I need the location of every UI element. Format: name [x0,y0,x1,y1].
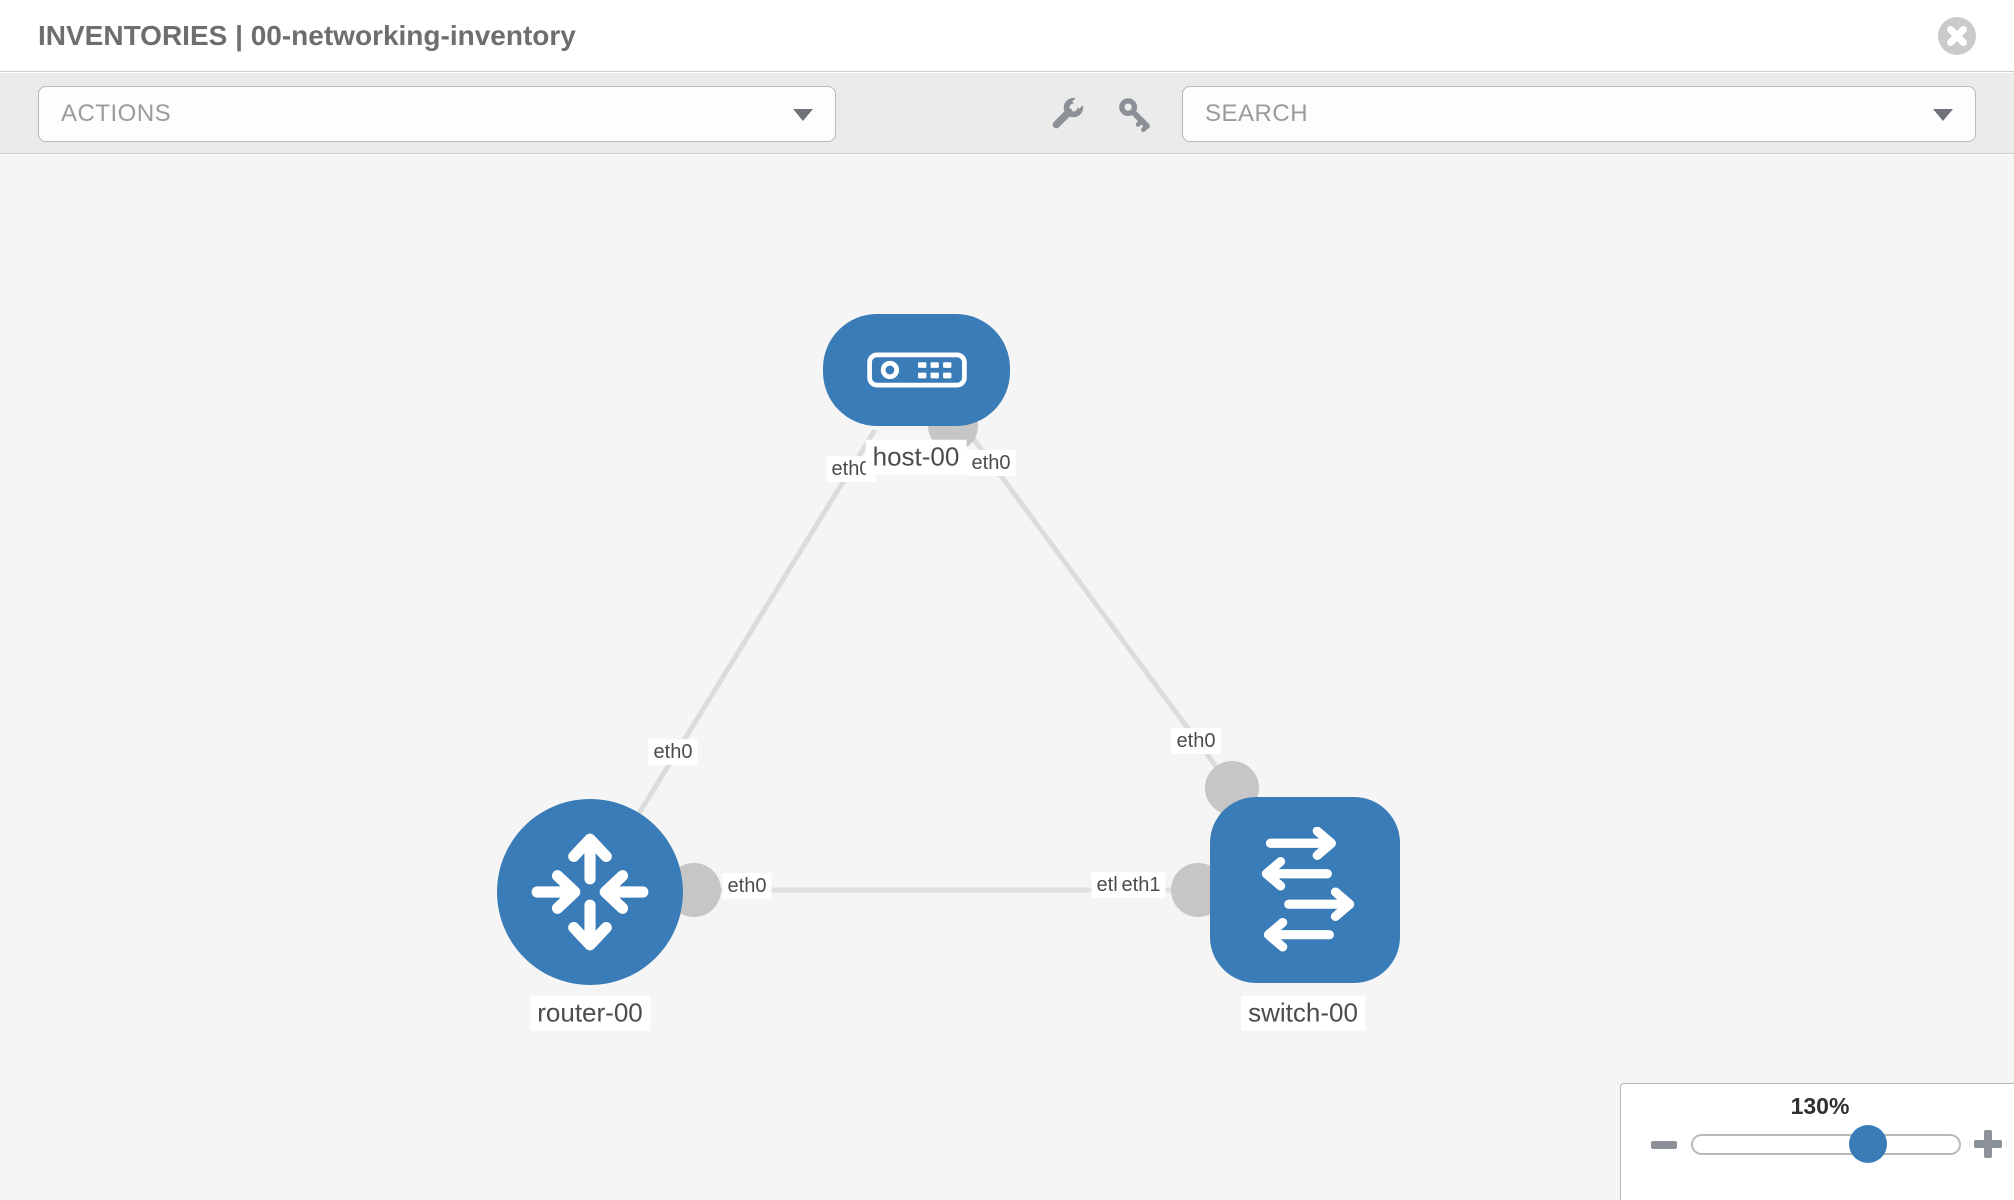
close-button[interactable] [1938,17,1976,55]
node-host-00[interactable] [823,314,1010,426]
node-label-switch-00: switch-00 [1241,995,1365,1031]
actions-dropdown-label: ACTIONS [61,100,172,127]
zoom-out-button[interactable] [1649,1130,1679,1160]
key-icon [1119,98,1150,133]
search-dropdown-label: SEARCH [1205,100,1309,127]
port-label-router-eth0-to-host: eth0 [648,739,698,765]
zoom-slider-thumb[interactable] [1849,1125,1887,1163]
node-switch-00[interactable] [1210,797,1400,983]
header: INVENTORIES | 00-networking-inventory [0,0,2014,72]
node-router-00[interactable] [497,799,683,985]
chevron-down-icon [1933,109,1953,121]
router-icon [531,833,649,951]
page-title: INVENTORIES | 00-networking-inventory [38,19,576,51]
credentials-button[interactable] [1113,92,1159,138]
configure-button[interactable] [1043,92,1089,138]
port-label-switch-eth1-to-router: eth1 [1116,872,1166,898]
port-label-router-eth0-to-switch: eth0 [722,873,772,899]
zoom-slider[interactable] [1691,1125,1961,1163]
topology-canvas[interactable] [0,155,2014,1200]
node-label-host-00: host-00 [865,439,967,475]
toolbar: ACTIONS SEARCH [0,73,2014,154]
zoom-in-button[interactable] [1973,1129,2003,1159]
port-label-host-eth0-right: eth0 [966,450,1016,476]
actions-dropdown[interactable]: ACTIONS [38,86,836,142]
close-icon [1947,26,1967,46]
wrench-icon [1052,95,1086,129]
node-label-router-00: router-00 [530,995,650,1031]
zoom-control-panel: 130% [1620,1083,2014,1200]
search-dropdown[interactable]: SEARCH [1182,86,1976,142]
zoom-level-value: 130% [1790,1093,1850,1119]
host-icon [866,352,967,388]
switch-icon [1261,827,1355,952]
port-label-switch-eth0-to-host: eth0 [1171,728,1221,754]
chevron-down-icon [793,109,813,121]
